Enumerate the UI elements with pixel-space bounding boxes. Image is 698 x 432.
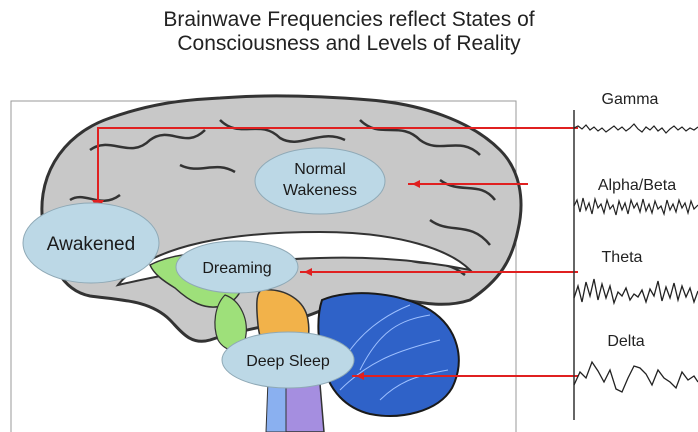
wave-alpha-beta [574,198,698,215]
wave-label-gamma: Gamma [602,91,659,108]
state-normal-line1: Normal [294,161,346,178]
state-dreaming: Dreaming [202,260,271,277]
wave-theta [574,279,698,303]
wave-delta [574,362,698,392]
wave-label-alpha-beta: Alpha/Beta [598,177,676,194]
wave-gamma [574,124,698,133]
wave-label-delta: Delta [607,333,644,350]
state-awakened: Awakened [47,234,135,255]
wave-label-theta: Theta [602,249,643,266]
bubble-normal-wakeness [255,148,385,214]
state-deep-sleep: Deep Sleep [246,353,330,370]
state-normal-line2: Wakeness [283,182,357,199]
